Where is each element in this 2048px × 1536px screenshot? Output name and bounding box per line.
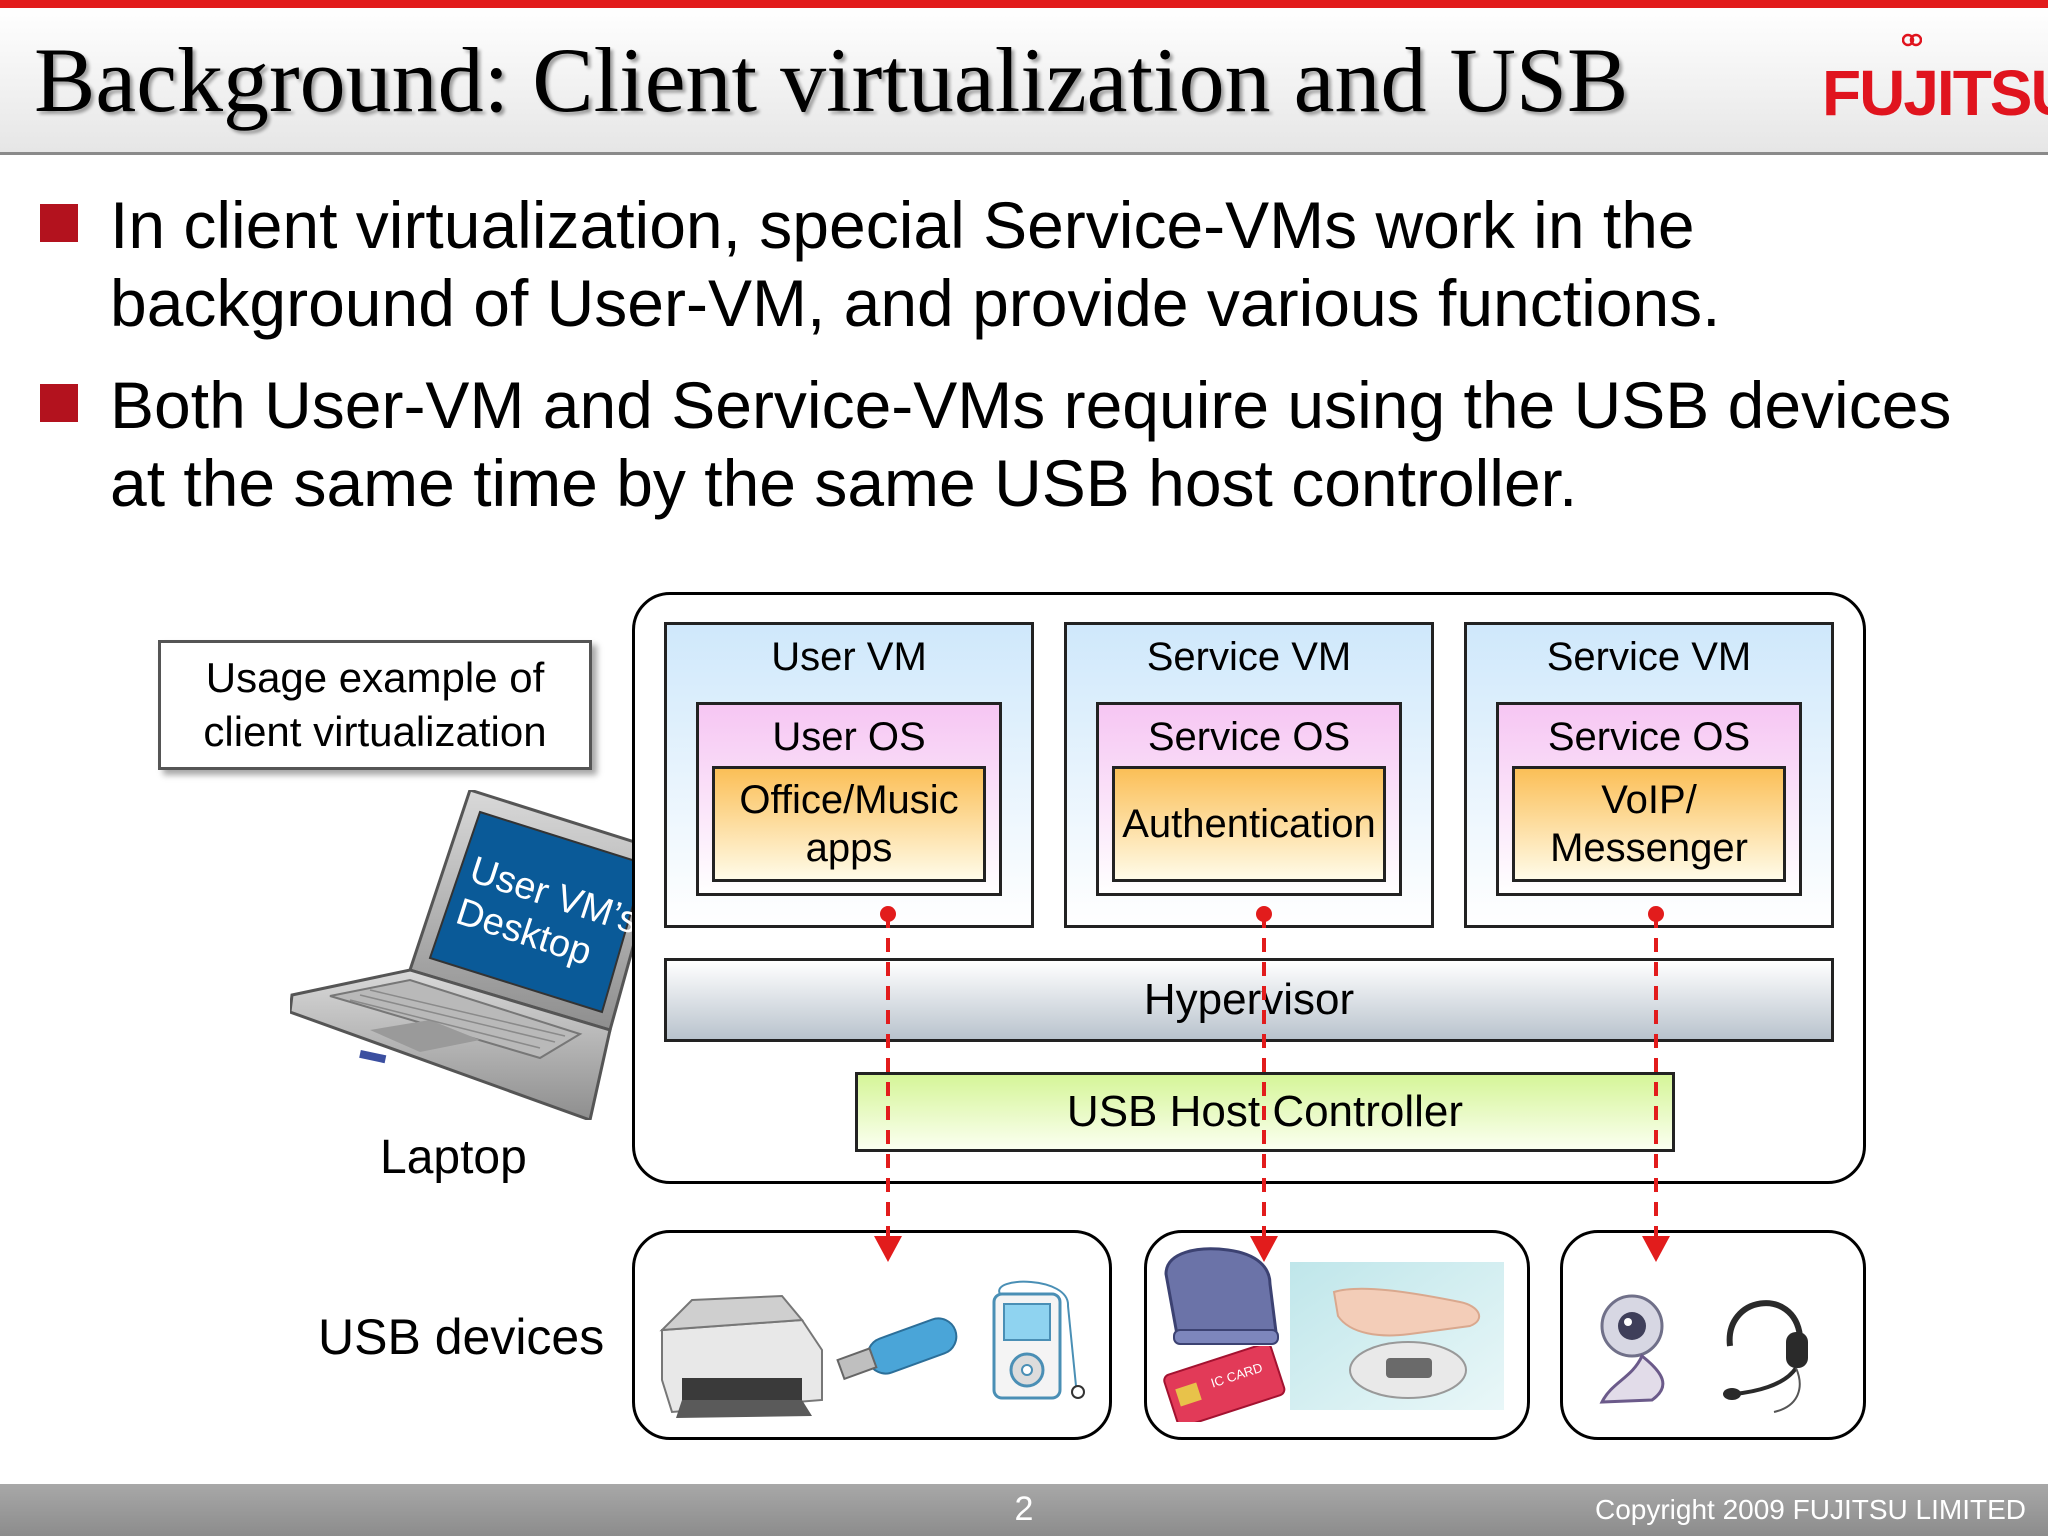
app-label-line-2: apps — [805, 826, 893, 870]
office-music-apps-box: Office/Music apps — [712, 766, 986, 882]
voip-messenger-box: VoIP/ Messenger — [1512, 766, 1786, 882]
headset-icon — [1723, 1300, 1808, 1413]
card-reader-icon — [1164, 1247, 1279, 1345]
bullet-marker — [40, 204, 78, 242]
laptop-icon — [290, 790, 662, 1120]
usb-host-controller-label: USB Host Controller — [1066, 1087, 1464, 1136]
usage-example-box: Usage example of client virtualization — [158, 640, 592, 770]
app-label-line-1: VoIP/ — [1601, 778, 1697, 822]
usage-example-line-2: client virtualization — [203, 708, 547, 755]
slide-header — [0, 8, 2048, 155]
logo-infinity-icon — [1902, 33, 1922, 47]
vm-label: Service VM — [1546, 635, 1752, 679]
bullet-marker — [40, 384, 78, 422]
bullet-2-text: Both User-VM and Service-VMs require usi… — [110, 368, 1952, 520]
music-player-icon — [992, 1280, 1085, 1400]
app-label-line-2: Messenger — [1550, 826, 1748, 870]
authentication-box: Authentication — [1112, 766, 1386, 882]
usb-host-controller-bar: USB Host Controller — [855, 1072, 1675, 1152]
os-label: Service OS — [1547, 715, 1751, 759]
usage-example-line-1: Usage example of — [205, 654, 545, 701]
page-number: 2 — [1014, 1490, 1034, 1528]
bullet-1-text: In client virtualization, special Servic… — [110, 188, 1721, 340]
os-label: User OS — [772, 715, 926, 759]
slide-title: Background: Client virtualization and US… — [34, 29, 1629, 131]
header-accent-rule — [0, 0, 2048, 8]
os-label: Service OS — [1147, 715, 1351, 759]
laptop-label: Laptop — [380, 1131, 527, 1184]
ic-card-icon: IC CARD — [1163, 1346, 1286, 1422]
printer-icon — [659, 1294, 823, 1418]
copyright-text: Copyright 2009 FUJITSU LIMITED — [1594, 1494, 2026, 1525]
hypervisor-bar: Hypervisor — [664, 958, 1834, 1042]
hypervisor-label: Hypervisor — [1143, 975, 1355, 1024]
app-label-line-1: Authentication — [1122, 802, 1376, 846]
vm-label: Service VM — [1146, 635, 1352, 679]
fujitsu-logo: FUJITSU — [1822, 57, 2048, 129]
usb-devices-label: USB devices — [318, 1309, 605, 1365]
vm-label: User VM — [771, 635, 927, 679]
webcam-icon — [1599, 1294, 1665, 1404]
palm-vein-scanner-icon — [1290, 1262, 1504, 1410]
usb-flash-drive-icon — [836, 1317, 958, 1381]
slide-footer — [0, 1484, 2048, 1536]
app-label-line-1: Office/Music — [739, 778, 959, 822]
